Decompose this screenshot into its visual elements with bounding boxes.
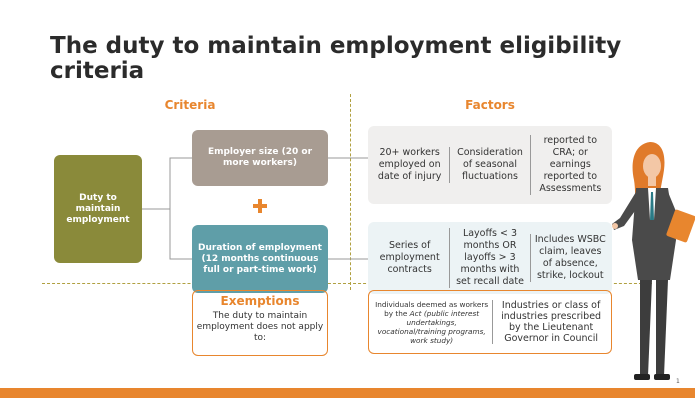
factor-cell: 20+ workers employed on date of injury [377,147,442,182]
vertical-divider [350,94,351,290]
factor-cell: Consideration of seasonal fluctuations [449,147,529,183]
factors-header: Factors [465,98,515,112]
plus-icon [253,199,267,213]
duration-box: Duration of employment (12 months contin… [192,225,328,293]
employer-factors-box: 20+ workers employed on date of injury C… [368,126,612,204]
criteria-header: Criteria [164,98,216,112]
page-number: 1 [676,378,680,385]
factor-cell: Layoffs < 3 months OR layoffs > 3 months… [449,228,529,288]
horizontal-divider [42,283,652,284]
exemption-item-deemed-workers: Individuals deemed as workers by the Act… [371,300,492,345]
businesswoman-illustration [612,142,695,380]
exemptions-text: The duty to maintain employment does not… [196,311,324,343]
exemptions-title: Exemptions [220,294,300,308]
employer-size-box: Employer size (20 or more workers) [192,130,328,186]
exemptions-box: Exemptions The duty to maintain employme… [192,290,328,356]
exemptions-list-box: Individuals deemed as workers by the Act… [368,290,612,354]
duration-factors-box: Series of employment contracts Layoffs <… [368,222,612,294]
footer-bar [0,388,695,398]
exemption-text-pre: Individuals deemed as workers by the [375,299,489,318]
exemption-text-post: (public interest undertakings, vocationa… [377,308,486,345]
act-term: Act [409,308,422,318]
duty-box: Duty to maintain employment [54,155,142,263]
connector-duty-employer [142,157,192,210]
slide-title: The duty to maintain employment eligibil… [50,33,622,84]
connector-duty-duration [169,209,192,260]
factor-cell: reported to CRA; or earnings reported to… [529,135,610,195]
factor-cell: Series of employment contracts [379,240,440,275]
factor-cell: Includes WSBC claim, leaves of absence, … [529,234,610,282]
exemption-item-industries: Industries or class of industries prescr… [492,300,609,344]
